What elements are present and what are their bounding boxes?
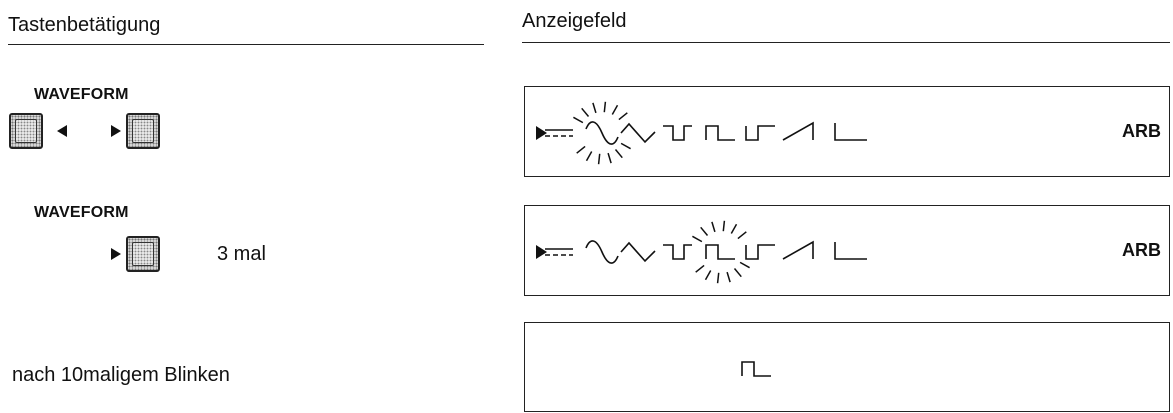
waveform-key-right-step2[interactable] [126, 236, 160, 272]
display-panel-2: ARB [524, 205, 1170, 296]
display-3-waveforms [741, 361, 771, 377]
display-1-mode-label: ARB [1122, 121, 1161, 141]
pulse-high-waveform-icon [705, 125, 735, 141]
ramp-down-waveform-icon [834, 242, 867, 260]
display-pointer-icon [536, 245, 547, 259]
ramp-up-waveform-icon [782, 240, 814, 260]
triangle-waveform-icon [620, 122, 656, 144]
step-up-waveform-icon [745, 244, 775, 260]
triangle-waveform-icon [620, 241, 656, 263]
step2-repeat-note: 3 mal [217, 243, 266, 265]
step1-key-label: WAVEFORM [34, 86, 129, 103]
waveform-key-right[interactable] [126, 113, 160, 149]
header-rule-right [522, 42, 1170, 43]
pulse-low-waveform-icon [663, 244, 692, 260]
display-pointer-icon [536, 126, 547, 140]
display-panel-1: ARB [524, 86, 1170, 177]
header-tastenbetaetigung: Tastenbetätigung [8, 14, 161, 36]
pulse-low-waveform-icon [663, 125, 692, 141]
step-up-waveform-icon [745, 125, 775, 141]
triangle-right-icon [111, 125, 121, 137]
pulse-high-waveform-icon [741, 361, 771, 377]
display-2-waveforms [536, 220, 867, 284]
triangle-right-icon [111, 248, 121, 260]
sine-waveform-icon [585, 240, 619, 264]
blink-rays-icon [692, 220, 750, 284]
step2-key-label: WAVEFORM [34, 204, 129, 221]
triangle-left-icon [57, 125, 67, 137]
header-rule-left [8, 44, 484, 45]
display-1-waveforms [536, 101, 867, 165]
blink-rays-icon [573, 101, 631, 165]
sine-waveform-icon [585, 121, 619, 145]
display-2-mode-label: ARB [1122, 240, 1161, 260]
header-anzeigefeld: Anzeigefeld [522, 10, 627, 32]
display-panel-3 [524, 322, 1170, 412]
step3-note: nach 10maligem Blinken [12, 364, 230, 386]
ramp-up-waveform-icon [782, 121, 814, 141]
ramp-down-waveform-icon [834, 123, 867, 141]
waveform-key-left[interactable] [9, 113, 43, 149]
dc-waveform-icon [545, 129, 573, 137]
pulse-high-waveform-icon [705, 244, 735, 260]
dc-waveform-icon [545, 248, 573, 256]
